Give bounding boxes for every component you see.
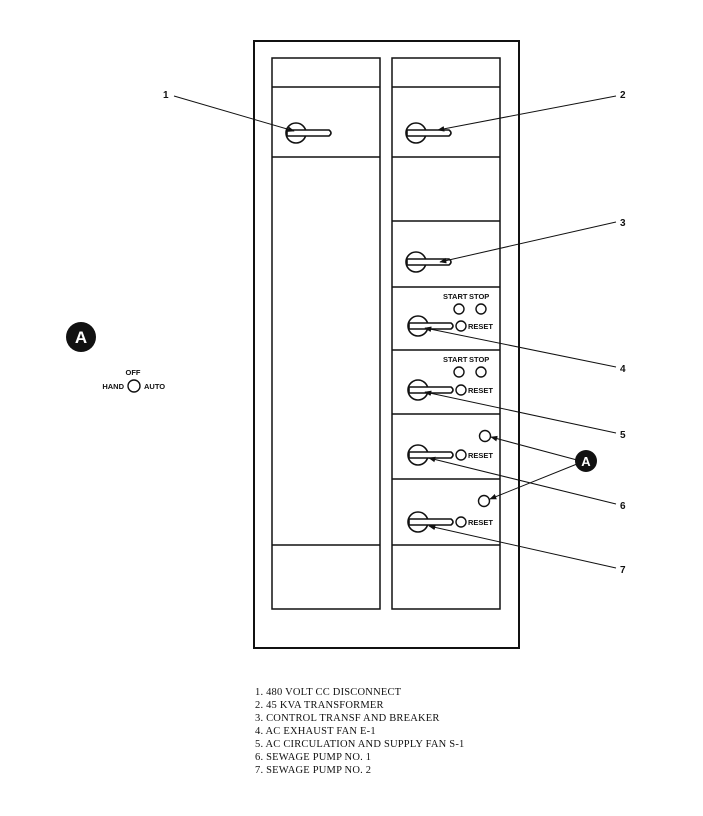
start-button-4[interactable] xyxy=(453,303,465,315)
callout-3: 3 xyxy=(620,218,626,229)
start-label-5: START xyxy=(443,355,468,364)
callout-4: 4 xyxy=(620,364,626,375)
legend-item: 4. AC EXHAUST FAN E-1 xyxy=(255,726,376,737)
legend-item: 7. SEWAGE PUMP NO. 2 xyxy=(255,765,372,776)
handle-3-icon xyxy=(405,251,452,273)
reset-button-4[interactable] xyxy=(455,320,467,332)
legend: 1. 480 VOLT CC DISCONNECT 2. 45 KVA TRAN… xyxy=(255,686,464,777)
handle-7-icon xyxy=(407,511,454,533)
reset-label-7: RESET xyxy=(468,518,493,527)
handle-2-icon xyxy=(405,122,452,144)
selector-hand-label: HAND xyxy=(102,382,124,391)
detail-marker-a xyxy=(66,322,96,352)
selector-switch-6[interactable] xyxy=(478,429,492,443)
reset-button-6[interactable] xyxy=(455,449,467,461)
legend-item: 1. 480 VOLT CC DISCONNECT xyxy=(255,687,402,698)
callout-2: 2 xyxy=(620,90,626,101)
selector-switch-icon xyxy=(127,379,141,393)
reset-button-7[interactable] xyxy=(455,516,467,528)
selector-auto-label: AUTO xyxy=(144,382,165,391)
legend-item: 5. AC CIRCULATION AND SUPPLY FAN S-1 xyxy=(255,739,465,750)
stop-button-4[interactable] xyxy=(475,303,487,315)
stop-label-4: STOP xyxy=(469,292,489,301)
callout-6: 6 xyxy=(620,501,626,512)
handle-6-icon xyxy=(407,444,454,466)
selector-switch-7[interactable] xyxy=(477,494,491,508)
callout-marker-a xyxy=(575,450,597,472)
stop-button-5[interactable] xyxy=(475,366,487,378)
handle-4-icon xyxy=(407,315,454,337)
legend-item: 2. 45 KVA TRANSFORMER xyxy=(255,700,384,711)
callout-5: 5 xyxy=(620,430,626,441)
reset-button-5[interactable] xyxy=(455,384,467,396)
callout-1: 1 xyxy=(163,90,169,101)
detail-marker-a-letter: A xyxy=(75,328,87,347)
left-column xyxy=(271,57,381,610)
reset-label-4: RESET xyxy=(468,322,493,331)
start-label-4: START xyxy=(443,292,468,301)
leader-lines xyxy=(173,95,617,569)
enclosure-outline xyxy=(253,40,520,649)
legend-item: 6. SEWAGE PUMP NO. 1 xyxy=(255,752,372,763)
reset-label-6: RESET xyxy=(468,451,493,460)
right-column xyxy=(391,57,501,610)
start-button-5[interactable] xyxy=(453,366,465,378)
callout-7: 7 xyxy=(620,565,626,576)
reset-label-5: RESET xyxy=(468,386,493,395)
handle-5-icon xyxy=(407,379,454,401)
callout-marker-a-letter: A xyxy=(581,454,591,469)
stop-label-5: STOP xyxy=(469,355,489,364)
handle-1-icon xyxy=(285,122,332,144)
selector-off-label: OFF xyxy=(126,368,141,377)
legend-item: 3. CONTROL TRANSF AND BREAKER xyxy=(255,713,440,724)
